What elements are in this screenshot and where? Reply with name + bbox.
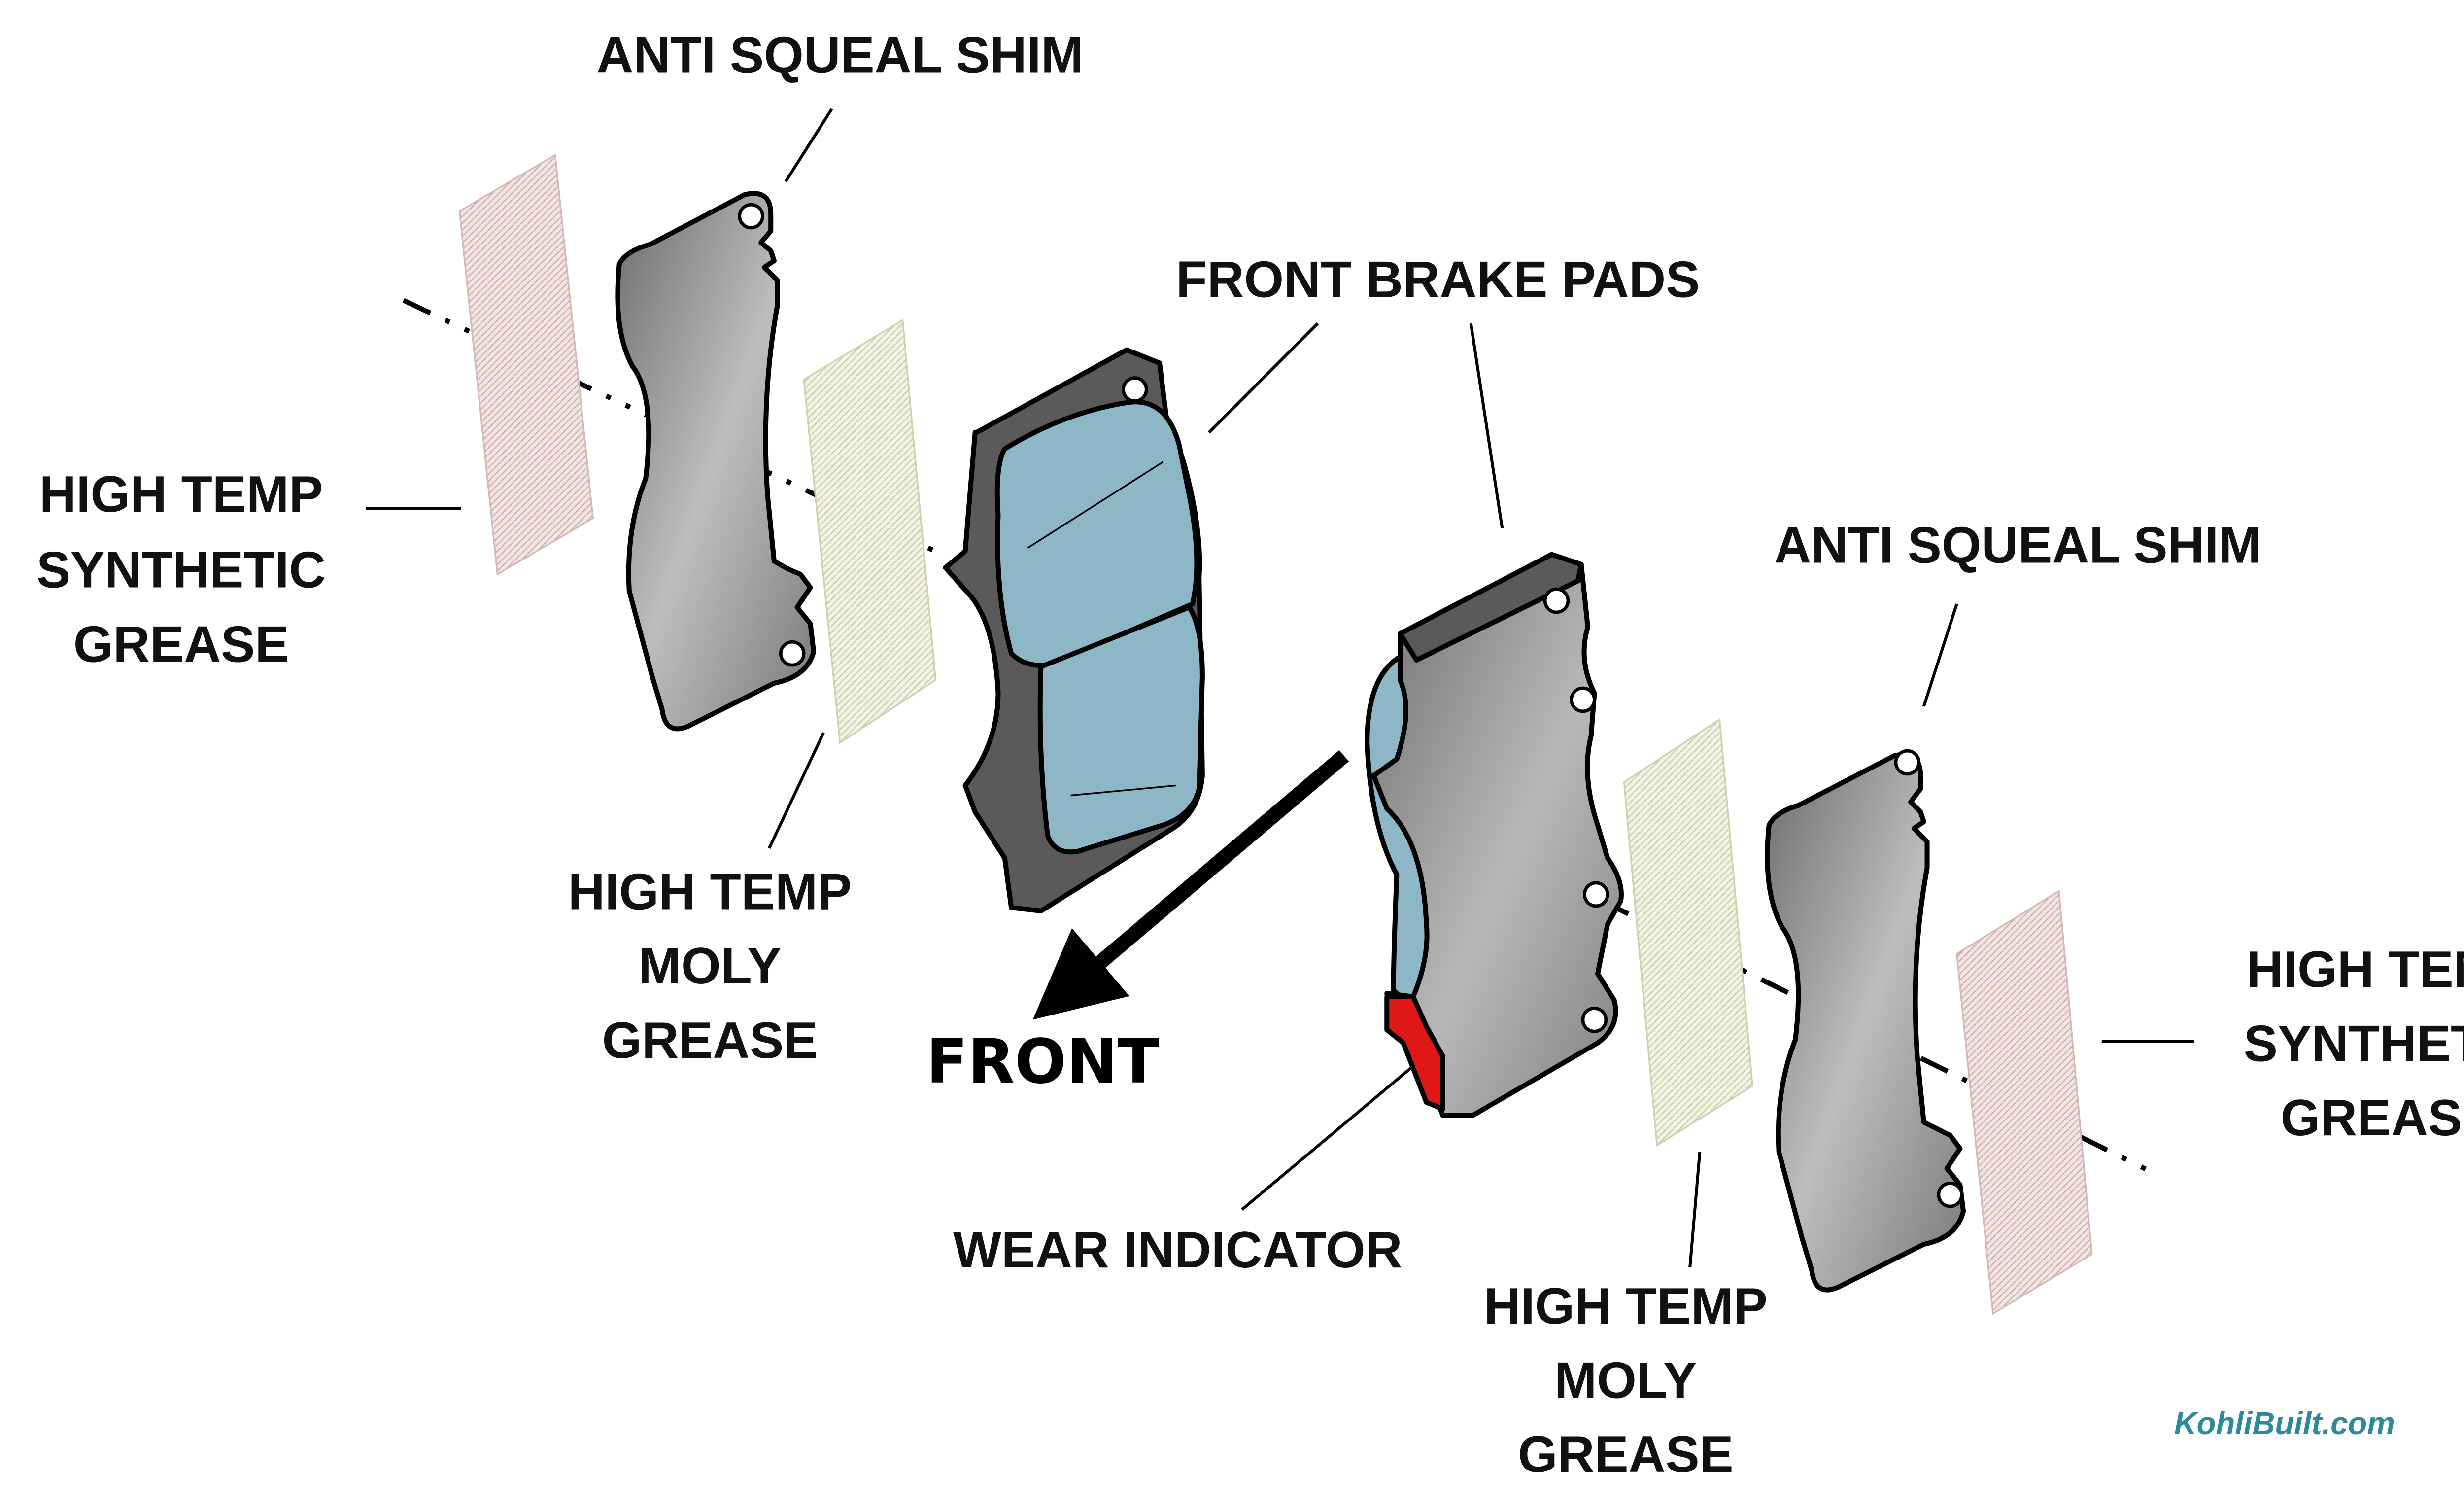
label-synthetic-grease-right-line2: SYNTHETIC — [2244, 1015, 2464, 1072]
front-brake-pad-left-friction — [994, 399, 1199, 668]
label-synthetic-grease-right-line1: HIGH TEMP — [2247, 941, 2464, 998]
label-synthetic-grease-right-line3: GREASE — [2281, 1089, 2464, 1146]
wear-indicator-tab — [1384, 994, 1445, 1112]
moly-grease-left-panel — [803, 318, 937, 744]
leader-line — [1241, 1065, 1414, 1211]
leader-line — [1469, 323, 1504, 528]
label-moly-grease-right-line3: GREASE — [1518, 1426, 1734, 1483]
pad-hole-icon — [1582, 881, 1609, 908]
leader-line — [1208, 322, 1319, 434]
label-synthetic-grease-left-line1: HIGH TEMP — [39, 465, 323, 523]
leader-line — [1688, 1152, 1702, 1268]
label-front-brake-pads: FRONT BRAKE PADS — [1176, 250, 1700, 308]
label-moly-grease-left-line2: MOLY — [639, 937, 782, 994]
pad-hole-icon — [1543, 587, 1570, 614]
leader-line — [768, 732, 825, 849]
label-anti-squeal-shim-right: ANTI SQUEAL SHIM — [1774, 516, 2261, 573]
center-axis-right — [1521, 859, 2159, 1177]
synthetic-grease-right-panel — [1955, 889, 2093, 1315]
pad-hole-icon — [1122, 376, 1148, 403]
pad-hole-icon — [1570, 686, 1596, 713]
anti-squeal-shim-right — [1765, 752, 1966, 1293]
watermark-text: KohliBuilt.com — [2174, 1406, 2395, 1441]
synthetic-grease-left-panel — [458, 153, 594, 576]
anti-squeal-shim-left — [615, 191, 817, 732]
pad-chamfer-line — [1070, 784, 1176, 797]
front-brake-pad-right-backing — [1371, 552, 1624, 1118]
pad-hole-icon — [1581, 1007, 1608, 1033]
leader-line — [784, 108, 833, 182]
shim-hole-icon — [1894, 749, 1921, 776]
front-brake-pad-left-friction-lower — [1037, 604, 1205, 855]
moly-grease-right-panel — [1623, 718, 1754, 1147]
shim-hole-icon — [779, 640, 806, 667]
front-direction-arrow — [1032, 750, 1349, 1020]
leader-line — [1922, 603, 1958, 707]
label-wear-indicator: WEAR INDICATOR — [953, 1221, 1402, 1278]
label-anti-squeal-shim-left: ANTI SQUEAL SHIM — [597, 26, 1084, 83]
label-moly-grease-left-line3: GREASE — [602, 1012, 818, 1069]
label-synthetic-grease-left-line3: GREASE — [73, 615, 289, 672]
label-moly-grease-left-line1: HIGH TEMP — [568, 863, 852, 920]
front-brake-pad-right-top-rim — [1397, 552, 1584, 663]
shim-hole-icon — [738, 203, 764, 230]
shim-hole-icon — [1937, 1181, 1964, 1208]
label-synthetic-grease-left-line2: SYNTHETIC — [36, 541, 326, 598]
label-front: FRONT — [926, 1026, 1159, 1097]
label-moly-grease-right-line1: HIGH TEMP — [1484, 1277, 1768, 1334]
label-moly-grease-right-line2: MOLY — [1554, 1351, 1697, 1408]
pad-chamfer-line — [1027, 461, 1164, 549]
